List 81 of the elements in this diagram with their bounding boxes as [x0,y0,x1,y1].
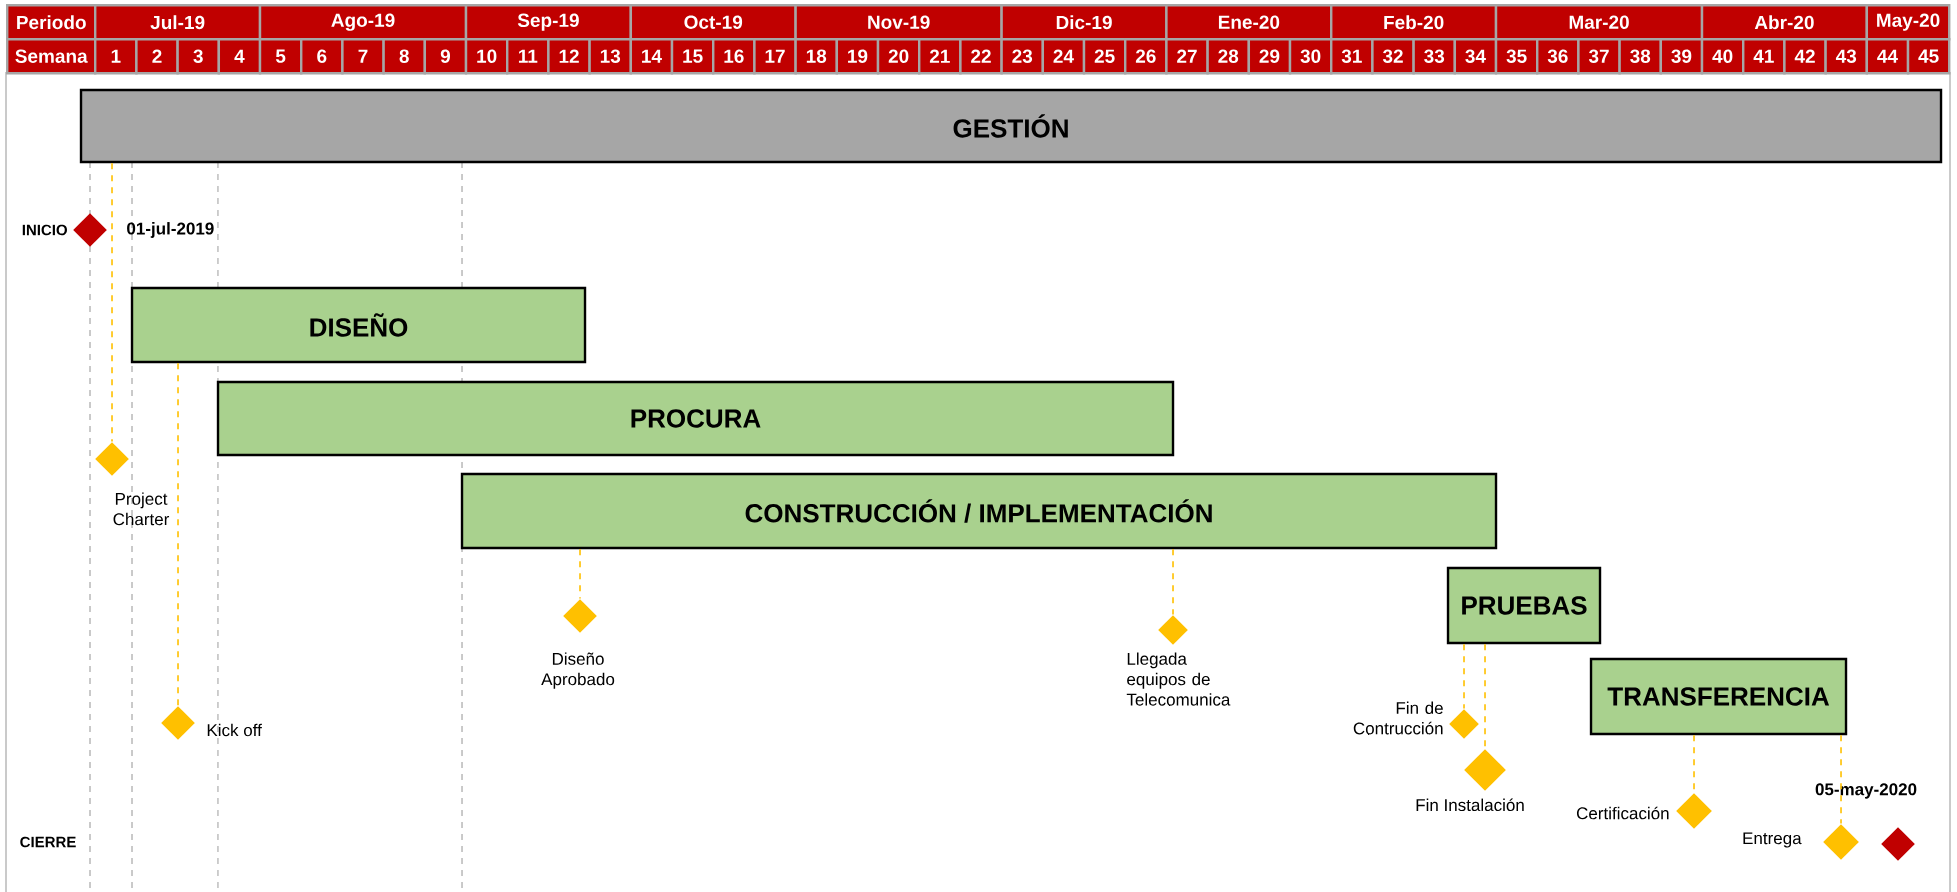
header-cell: 38 [1618,38,1662,75]
header-cell: 21 [918,38,962,75]
header-cell: 26 [1124,38,1168,75]
milestone-diamond [1881,827,1915,861]
header-cell: 1 [94,38,138,75]
leader-line [579,548,581,600]
header-cell: 37 [1577,38,1621,75]
milestone-diamond [161,706,195,740]
header-cell: 35 [1494,38,1539,75]
header-cell: 8 [382,38,426,75]
header-cell: 2 [135,38,179,75]
milestone-diamond [1449,709,1479,739]
milestone-label: Project Charter [113,492,170,526]
header-cell: 20 [876,38,921,75]
header-cell: 6 [300,38,344,75]
header-cell: 22 [959,38,1003,75]
milestone-label: Diseño Aprobado [541,652,615,689]
header-cell: 5 [258,38,303,75]
task-bar: PROCURA [216,380,1175,457]
milestone-label: 01-jul-2019 [127,222,214,238]
milestone-diamond [73,213,107,247]
header-cell: 17 [753,38,797,75]
header-cell: 41 [1742,38,1786,75]
milestone-diamond [95,442,129,476]
header-cell: 10 [464,38,509,75]
milestone-label: INICIO [22,224,67,236]
milestone-diamond [1823,824,1859,860]
header-cell: 45 [1906,38,1951,75]
milestone-label: Entrega [1743,832,1802,848]
header-cell: 39 [1659,38,1704,75]
header-cell: 34 [1453,38,1498,75]
header-cell: 18 [794,38,839,75]
milestone-label: Fin de Contrucción [1353,701,1443,735]
milestone-label: Kick off [207,723,262,737]
milestone-label: Llegada equipos de Telecomunica [1126,652,1231,706]
header-cell: 23 [1000,38,1044,75]
header-cell: 30 [1288,38,1333,75]
header-cell: 4 [217,38,262,75]
header-cell: 28 [1206,38,1250,75]
header-cell: 15 [670,38,715,75]
header-cell: 7 [341,38,385,75]
milestone-diamond [1158,615,1188,645]
header-cell: 44 [1865,38,1910,75]
header-cell: 29 [1247,38,1292,75]
leader-line [1840,734,1842,825]
milestone-diamond [563,599,597,633]
task-bar: GESTIÓN [79,88,1943,164]
header-cell: 16 [712,38,756,75]
task-bar: TRANSFERENCIA [1589,657,1848,736]
header-cell: 36 [1536,38,1580,75]
leader-line [177,362,179,707]
header-cell: Periodo [6,4,97,41]
header-cell: May-20 [1865,4,1951,41]
leader-line [1172,548,1174,616]
header-cell: 14 [629,38,674,75]
header-cell: 42 [1783,38,1827,75]
header-cell: 25 [1082,38,1127,75]
task-bar: PRUEBAS [1446,566,1602,645]
milestone-diamond [1676,793,1712,829]
milestone-label: Certificación [1576,806,1669,820]
milestone-diamond [1464,749,1506,791]
header-cell: 24 [1041,38,1086,75]
header-cell: 33 [1412,38,1456,75]
header-cell: 11 [506,38,550,75]
milestone-label: Fin Instalación [1416,798,1524,812]
header-cell: 3 [176,38,220,75]
task-bar: CONSTRUCCIÓN / IMPLEMENTACIÓN [460,472,1498,550]
header-cell: 19 [835,38,880,75]
row-label: CIERRE [20,836,76,848]
milestone-label: 05-may-2020 [1815,783,1917,799]
leader-line [1463,643,1465,710]
header-cell: 32 [1371,38,1415,75]
header-cell: 43 [1824,38,1868,75]
header-cell: 13 [588,38,633,75]
header-cell: 9 [423,38,468,75]
header-cell: 40 [1700,38,1745,75]
header-cell: 27 [1165,38,1209,75]
header-cell: 12 [547,38,591,75]
header-cell: 31 [1330,38,1374,75]
task-bar: DISEÑO [130,286,587,364]
leader-line [111,162,113,443]
